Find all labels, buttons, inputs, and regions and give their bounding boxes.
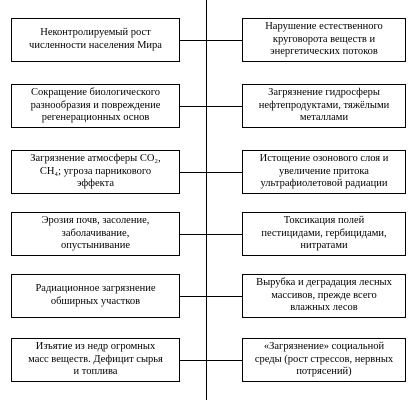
- right-factor-line: Вырубка и деградация лесных: [256, 277, 392, 289]
- left-factor-line: и топлива: [73, 366, 118, 378]
- left-factor-line: Сокращение биологического: [30, 87, 160, 99]
- left-factor-line: Загрязнение атмосферы CO₂,: [30, 153, 161, 165]
- left-factor-line: обширных участков: [50, 296, 141, 307]
- right-factor-line: Истощение озонового слоя и: [259, 153, 389, 165]
- right-factor-line: нитратами: [300, 240, 348, 252]
- left-factor-line: масс веществ. Дефицит сырья: [28, 353, 163, 365]
- right-factor-line: потрясений): [296, 366, 352, 378]
- right-factor-line: энергетических потоков: [270, 46, 378, 58]
- right-factor-line: ультрафиолетовой радиации: [260, 178, 388, 190]
- right-factor-line: круговорота веществ и: [272, 33, 376, 45]
- left-factor-line: эффекта: [76, 178, 114, 190]
- right-factor-line: Нарушение естественного: [265, 21, 383, 33]
- left-factor-line: опустынивание: [60, 240, 131, 252]
- left-factor-text: Эрозия почв, засоление,заболачивание,опу…: [42, 215, 150, 253]
- left-factor-line: заболачивание,: [61, 227, 130, 239]
- right-factor-line: Загрязнение гидросферы: [268, 87, 380, 99]
- right-factor-line: среды (рост стрессов, нервных: [254, 353, 394, 365]
- right-factor-line: нефтепродуктами, тяжёлыми: [258, 99, 390, 111]
- right-factor-line: увеличение притока: [279, 165, 369, 177]
- left-factor-line: Неконтролируемый рост: [40, 27, 151, 39]
- left-factor-line: Изъятие из недр огромных: [35, 341, 156, 353]
- left-factor-line: численности населения Мира: [29, 40, 162, 51]
- left-factor-line: разнообразия и повреждение: [30, 99, 161, 111]
- right-factor-line: металлами: [299, 112, 349, 124]
- left-factor-line: регенерационных основ: [41, 112, 150, 124]
- right-factor-line: «Загрязнение» социальной: [263, 341, 385, 353]
- left-factor-line: Радиационное загрязнение: [35, 283, 156, 295]
- left-factor-line: CH₄; угроза парникового: [39, 165, 152, 177]
- left-factor-text: Загрязнение атмосферы CO₂,CH₄; угроза па…: [30, 153, 160, 191]
- right-factor-line: пестицидами, гербицидами,: [261, 227, 387, 239]
- left-factor-box-3: Загрязнение атмосферы CO₂,CH₄; угроза па…: [11, 150, 180, 194]
- right-factor-line: массивов, прежде всего: [271, 289, 377, 301]
- right-factor-line: Токсикация полей: [283, 215, 365, 227]
- right-factor-line: влажных лесов: [290, 302, 358, 314]
- left-factor-box-4: Эрозия почв, засоление,заболачивание,опу…: [11, 212, 180, 256]
- left-factor-line: Эрозия почв, засоление,: [41, 215, 150, 227]
